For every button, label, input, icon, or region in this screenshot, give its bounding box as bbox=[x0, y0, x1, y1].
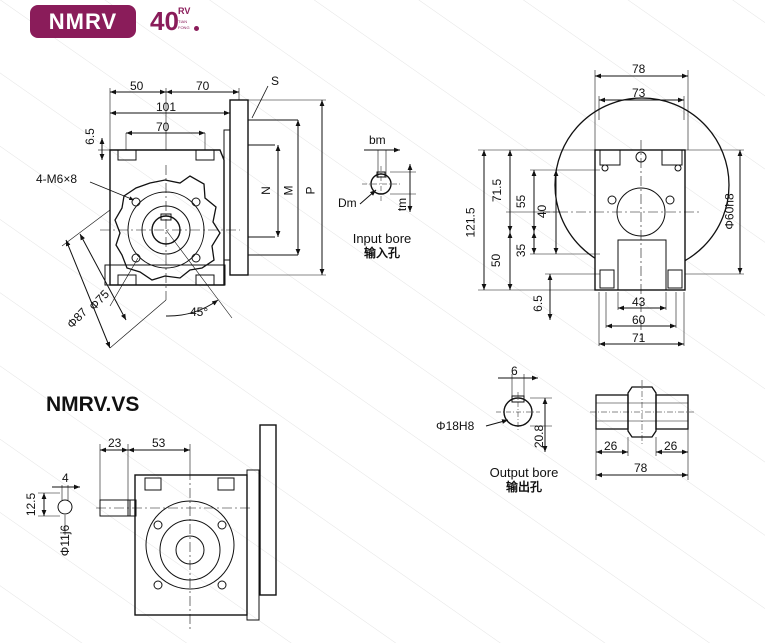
dim-26-right: 26 bbox=[664, 439, 678, 453]
output-bore-view bbox=[485, 374, 552, 452]
dim-4: 4 bbox=[62, 471, 69, 485]
front-view bbox=[61, 85, 326, 349]
series-badge: NMRV bbox=[30, 5, 136, 38]
brand-dot bbox=[194, 26, 199, 31]
section-title-vs: NMRV.VS bbox=[46, 393, 140, 416]
brand-line2: FONG bbox=[178, 25, 190, 30]
input-bore-caption-zh: 输入孔 bbox=[363, 246, 400, 260]
dim-tm: tm bbox=[395, 197, 410, 212]
dim-26-left: 26 bbox=[604, 439, 618, 453]
dim-dm: Dm bbox=[338, 196, 357, 210]
dim-phi18h8: Φ18H8 bbox=[436, 419, 475, 433]
dim-35: 35 bbox=[514, 243, 529, 258]
input-bore-view bbox=[359, 147, 416, 212]
input-bore-caption: Input bore bbox=[352, 231, 412, 246]
dim-6: 6 bbox=[511, 364, 518, 378]
dim-20-8: 20.8 bbox=[532, 424, 547, 449]
dim-101: 101 bbox=[156, 100, 177, 114]
dim-71-5: 71.5 bbox=[490, 178, 505, 203]
dim-phi60h8: Φ60h8 bbox=[722, 193, 737, 230]
dim-71: 71 bbox=[632, 331, 646, 345]
output-shaft-view bbox=[590, 380, 694, 480]
dim-p: P bbox=[303, 186, 318, 195]
output-bore-caption: Output bore bbox=[489, 465, 559, 480]
dim-43: 43 bbox=[632, 295, 646, 309]
dim-60: 60 bbox=[632, 313, 646, 327]
dim-phi11j6: Φ11j6 bbox=[58, 524, 73, 557]
dim-m: M bbox=[281, 185, 296, 196]
vs-view bbox=[38, 424, 277, 630]
dim-bm: bm bbox=[369, 133, 386, 147]
dim-6-5-side: 6.5 bbox=[530, 295, 545, 312]
model-number: 40 bbox=[150, 6, 179, 36]
dim-6-5: 6.5 bbox=[82, 128, 97, 145]
dim-73: 73 bbox=[632, 86, 646, 100]
dim-n: N bbox=[258, 186, 273, 195]
dim-s: S bbox=[271, 74, 280, 88]
dim-40: 40 bbox=[535, 204, 550, 219]
dim-53: 53 bbox=[152, 436, 166, 450]
side-view bbox=[478, 70, 744, 347]
output-bore-caption-zh: 输出孔 bbox=[505, 480, 542, 494]
dim-78-top: 78 bbox=[632, 62, 646, 76]
dim-12-5: 12.5 bbox=[24, 492, 39, 517]
dim-50-side: 50 bbox=[489, 253, 504, 268]
dim-70-top: 70 bbox=[196, 79, 210, 93]
dim-78-shaft: 78 bbox=[634, 461, 648, 475]
model-suffix: RV bbox=[178, 6, 191, 16]
dim-angle: 45° bbox=[190, 305, 209, 319]
bolt-callout: 4-M6×8 bbox=[36, 172, 78, 186]
dim-121-5: 121.5 bbox=[463, 207, 478, 238]
brand-line1: TIAN bbox=[178, 19, 188, 24]
dim-23: 23 bbox=[108, 436, 122, 450]
dim-50: 50 bbox=[130, 79, 144, 93]
dim-55: 55 bbox=[514, 194, 529, 209]
dim-70: 70 bbox=[156, 120, 170, 134]
